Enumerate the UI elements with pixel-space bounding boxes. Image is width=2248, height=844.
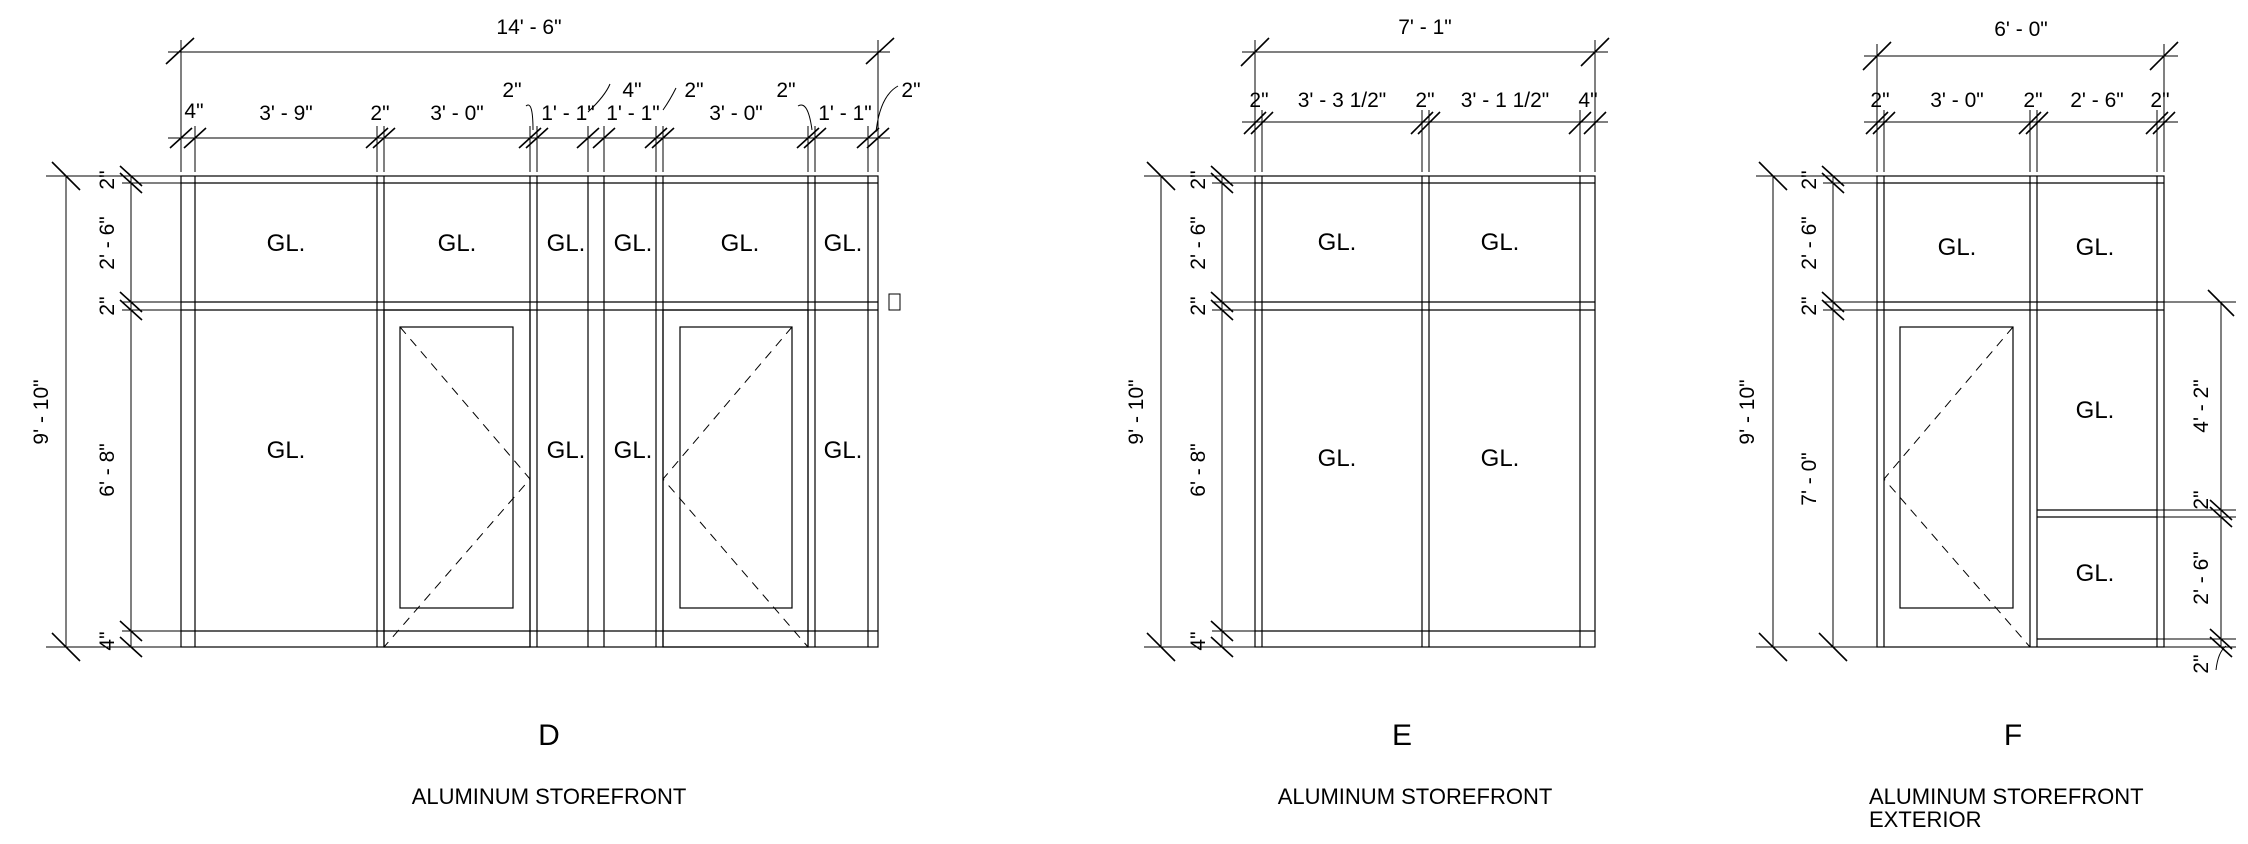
width-segment-dim: 2' - 6" [2070,89,2123,112]
glass-label: GL. [547,437,586,464]
width-segment-dim: 2" [1870,89,1889,112]
glass-label: GL. [824,230,863,257]
glass-label: GL. [267,230,306,257]
glass-label: GL. [267,437,306,464]
overall-height-dim: 9' - 10" [1736,379,1759,444]
height-segment-dim: 4" [1187,631,1210,650]
elevation-mark: D [538,719,560,752]
width-segment-dim: 3' - 1 1/2" [1461,89,1550,112]
width-segment-dim: 3' - 0" [430,102,483,125]
width-segment-dim: 2" [901,79,920,102]
width-segment-dim: 2" [684,79,703,102]
width-segment-dim: 2" [502,79,521,102]
elevation-f: GL. GL. GL. GL. 6' - 0" 2" 3' - 0" 2 [1736,18,2236,832]
glass-label: GL. [2076,560,2115,587]
elevation-d-frame [180,175,879,648]
width-segment-dim: 4" [1578,89,1597,112]
height-segment-dim: 2" [96,170,119,189]
elevation-f-height-dimensions: 9' - 10" 2" 2' - 6" 2" 7' - 0" [1736,161,1877,662]
height-segment-dim: 2' - 6" [1798,216,1821,269]
overall-width-dim: 14' - 6" [496,16,561,39]
elevation-f-width-dimensions: 6' - 0" 2" 3' - 0" 2" 2' - 6" 2" [1862,18,2179,172]
width-segment-dim: 3' - 0" [709,102,762,125]
elevation-title: ALUMINUM STOREFRONT [1278,784,1553,809]
elevation-e-height-dimensions: 9' - 10" 2" 2' - 6" 2" 6' - 8" 4" [1125,161,1255,662]
overall-height-dim: 9' - 10" [30,379,53,444]
width-segment-dim: 4" [184,100,203,123]
elevation-e-width-dimensions: 7' - 1" 2" 3' - 3 1/2" 2" 3' - 1 1/2" 4" [1240,16,1610,172]
elevation-mark: F [2004,719,2022,752]
width-segment-dim: 2" [2023,89,2042,112]
glass-label: GL. [614,230,653,257]
width-segment-dim: 2" [1249,89,1268,112]
glass-label: GL. [824,437,863,464]
glass-label: GL. [2076,234,2115,261]
elevation-d-glass-labels: GL. GL. GL. GL. GL. GL. GL. GL. GL. GL. [267,230,863,464]
width-segment-dim: 1' - 1" [818,102,871,125]
right-segment-dim: 2" [2190,490,2213,509]
glass-label: GL. [721,230,760,257]
height-segment-dim: 2" [1187,296,1210,315]
elevation-e-glass-labels: GL. GL. GL. GL. [1318,229,1520,472]
elevation-e-frame [1254,175,1596,648]
width-segment-dim: 2" [2150,89,2169,112]
glass-label: GL. [1318,445,1357,472]
elevation-mark: E [1392,719,1412,752]
glass-label: GL. [1481,445,1520,472]
height-segment-dim: 2" [1798,296,1821,315]
right-segment-dim: 4' - 2" [2190,379,2213,432]
right-segment-dim: 2" [2190,654,2213,673]
width-segment-dim: 1' - 1" [606,102,659,125]
elevation-title: ALUMINUM STOREFRONT [1869,784,2144,809]
width-segment-dim: 2" [1415,89,1434,112]
elevation-f-glass-labels: GL. GL. GL. GL. [1938,234,2115,587]
overall-width-dim: 7' - 1" [1398,16,1451,39]
elevation-e: GL. GL. GL. GL. 7' - 1" 2" 3' - 3 1/2" [1125,16,1610,809]
elevation-d: GL. GL. GL. GL. GL. GL. GL. GL. GL. GL. [30,16,921,809]
glass-label: GL. [1938,234,1977,261]
height-segment-dim: 2' - 6" [96,216,119,269]
glass-label: GL. [438,230,477,257]
width-segment-dim: 3' - 0" [1930,89,1983,112]
elevation-f-frame [1876,175,2165,648]
height-segment-dim: 7' - 0" [1798,452,1821,505]
height-segment-dim: 4" [96,631,119,650]
elevation-f-right-dimensions: 4' - 2" 2" 2' - 6" 2" [2157,289,2236,674]
height-segment-dim: 2" [1187,170,1210,189]
height-segment-dim: 6' - 8" [1187,443,1210,496]
height-segment-dim: 2" [96,296,119,315]
width-segment-dim: 2" [776,79,795,102]
overall-width-dim: 6' - 0" [1994,18,2047,41]
tag-marker-icon [888,293,901,311]
glass-label: GL. [547,230,586,257]
width-segment-dim: 3' - 3 1/2" [1298,89,1387,112]
elevation-title-line-2: EXTERIOR [1869,807,1981,832]
height-segment-dim: 2" [1798,170,1821,189]
elevation-d-height-dimensions: 9' - 10" 2" 2' - 6" 2" 6' - 8" 4" [30,161,181,662]
glass-label: GL. [1481,229,1520,256]
elevation-d-width-dimensions: 14' - 6" 4" 3' - 9" 2" 3' - 0" 2" 1' - 1… [165,16,921,172]
overall-height-dim: 9' - 10" [1125,379,1148,444]
height-segment-dim: 6' - 8" [96,443,119,496]
width-segment-dim: 4" [622,79,641,102]
height-segment-dim: 2' - 6" [1187,216,1210,269]
glass-label: GL. [1318,229,1357,256]
glass-label: GL. [2076,397,2115,424]
elevation-title: ALUMINUM STOREFRONT [412,784,687,809]
width-segment-dim: 2" [370,102,389,125]
width-segment-dim: 3' - 9" [259,102,312,125]
width-segment-dim: 1' - 1" [541,102,594,125]
glass-label: GL. [614,437,653,464]
right-segment-dim: 2' - 6" [2190,551,2213,604]
